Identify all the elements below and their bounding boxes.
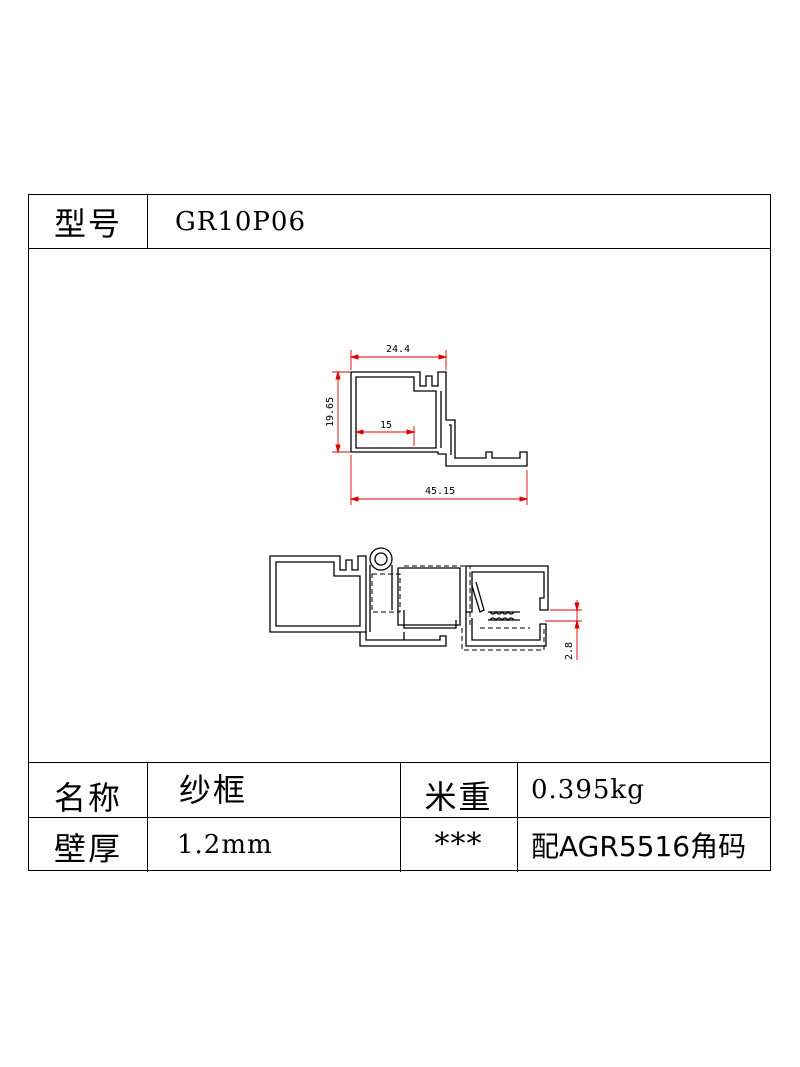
spec-sheet: 型号 GR10P06 名称 纱框 米重 0.395kg 壁厚 1.2mm ***… [28,194,771,872]
footer-col-divider-1 [147,762,148,872]
footer-col-divider-3 [517,762,518,872]
name-value: 纱框 [179,770,248,809]
weight-value: 0.395kg [531,774,645,805]
header-divider [29,248,770,249]
weight-label: 米重 [424,777,493,816]
thickness-value: 1.2mm [177,829,273,860]
model-label: 型号 [53,204,122,243]
row-divider [29,817,770,818]
extra-label: *** [434,827,483,862]
dim-height: 19.65 [325,397,336,427]
dim-inner: 15 [380,420,392,431]
footer-col-divider-2 [400,762,401,872]
dim-small: 2.8 [564,642,575,660]
assembly-hidden-lines [371,565,545,651]
assembly-drawing [269,547,549,647]
extra-value: 配AGR5516角码 [531,829,747,863]
header-col-divider [147,195,148,248]
name-label: 名称 [53,778,122,817]
profile-cross-section [350,371,528,467]
drawing-divider [29,762,770,763]
model-value: GR10P06 [175,206,307,237]
dim-top-width: 24.4 [386,344,410,355]
dim-total-width: 45.15 [425,486,455,497]
thickness-label: 壁厚 [53,829,122,868]
dimension-lines [332,350,582,660]
